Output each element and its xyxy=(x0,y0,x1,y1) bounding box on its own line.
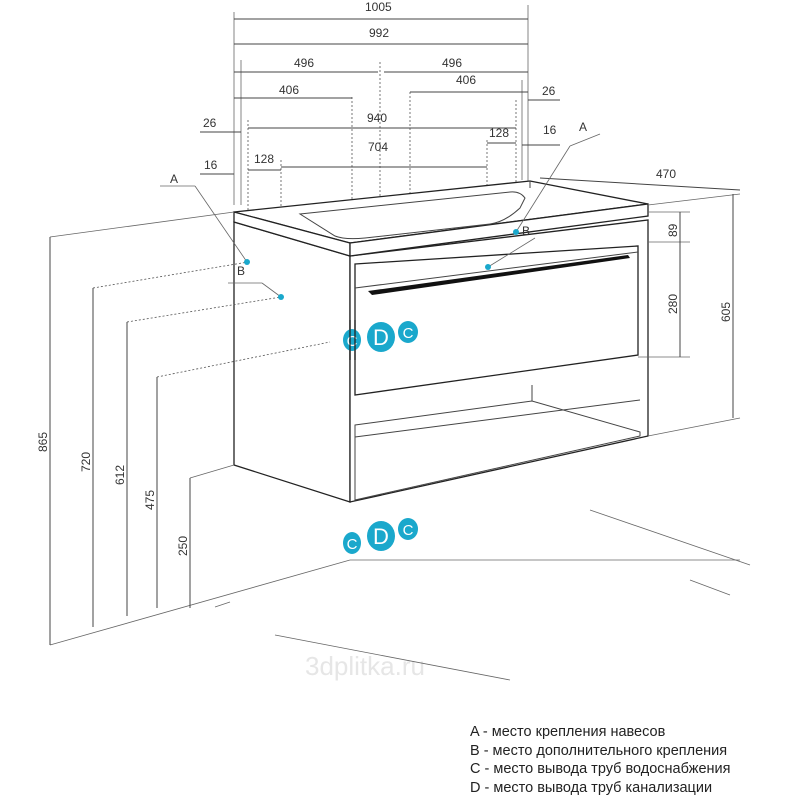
cabinet xyxy=(233,180,649,503)
legend-item-d: D - место вывода труб канализации xyxy=(470,779,713,796)
basin xyxy=(298,191,526,240)
left-leader-lines xyxy=(92,261,331,378)
label-b-right: B xyxy=(522,224,530,238)
dim-26-right: 26 xyxy=(542,84,556,98)
dim-16-right: 16 xyxy=(543,123,557,137)
dim-992: 992 xyxy=(369,26,389,40)
dim-406-left: 406 xyxy=(279,83,299,97)
dim-612: 612 xyxy=(113,465,127,485)
marker-a-right-dot xyxy=(513,229,519,235)
legend-item-a: A - место крепления навесов xyxy=(470,724,666,740)
dim-26-left: 26 xyxy=(203,116,217,130)
marker-a-left-dot xyxy=(244,259,250,265)
mount-markers xyxy=(160,133,601,300)
legend-item-c: C - место вывода труб водоснабжения xyxy=(470,761,731,777)
dim-470: 470 xyxy=(656,167,676,181)
dim-865: 865 xyxy=(36,432,50,452)
watermark: 3dplitka.ru xyxy=(305,651,425,681)
top-dimension-lines xyxy=(200,18,560,175)
pipe-markers-wall: C D C xyxy=(343,320,418,360)
vertical-dimension-lines xyxy=(49,177,741,645)
marker-c: C xyxy=(347,536,358,553)
drawer-handle xyxy=(368,255,630,295)
marker-d: D xyxy=(373,325,389,350)
marker-c: C xyxy=(403,522,414,539)
dim-16-left: 16 xyxy=(204,158,218,172)
label-a-left: A xyxy=(170,172,178,186)
marker-b-left-dot xyxy=(278,294,284,300)
dim-475: 475 xyxy=(143,490,157,510)
dim-496-left: 496 xyxy=(294,56,314,70)
marker-d: D xyxy=(373,524,389,549)
dim-89: 89 xyxy=(666,223,680,237)
legend: A - место крепления навесов B - место до… xyxy=(470,723,730,797)
countertop-front xyxy=(349,203,649,257)
open-shelf xyxy=(354,400,641,501)
legend-item-b: B - место дополнительного крепления xyxy=(470,742,728,759)
label-a-right: A xyxy=(579,120,587,134)
dim-128-left: 128 xyxy=(254,152,274,166)
floor-lines xyxy=(49,193,751,681)
dim-605: 605 xyxy=(719,302,733,322)
dim-704: 704 xyxy=(368,140,388,154)
dim-720: 720 xyxy=(79,452,93,472)
dim-406-right: 406 xyxy=(456,73,476,87)
dim-940: 940 xyxy=(367,111,387,125)
dim-1005: 1005 xyxy=(365,0,392,14)
marker-b-right-dot xyxy=(485,264,491,270)
dim-128-right: 128 xyxy=(489,126,509,140)
side-panel xyxy=(233,221,351,503)
pipe-markers-floor: C D C xyxy=(343,518,418,554)
marker-c: C xyxy=(403,325,414,342)
marker-c: C xyxy=(347,333,358,350)
dim-496-right: 496 xyxy=(442,56,462,70)
label-b-left: B xyxy=(237,264,245,278)
dim-250: 250 xyxy=(176,536,190,556)
dim-280: 280 xyxy=(666,294,680,314)
